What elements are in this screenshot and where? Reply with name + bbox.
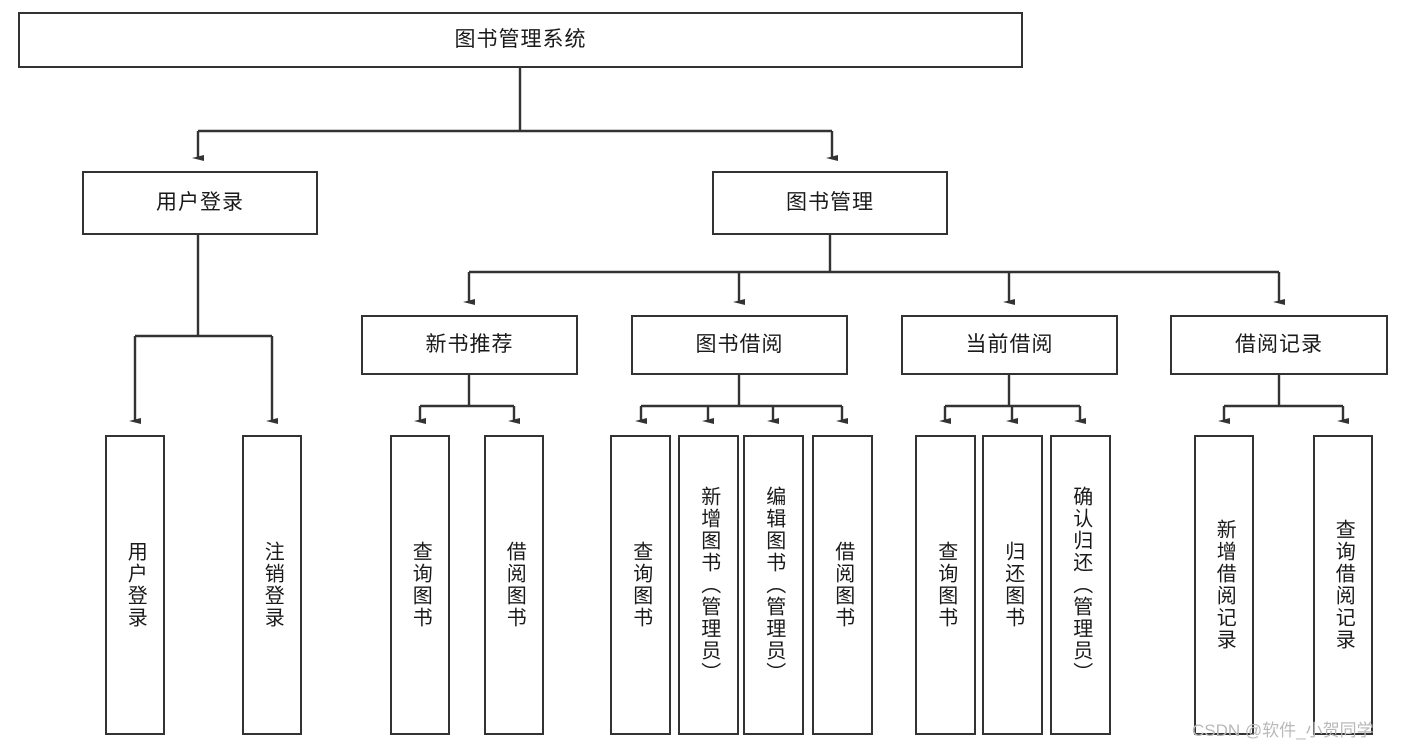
node-leaf-query-book-3[interactable]: 查询图书 <box>915 435 976 735</box>
node-leaf-add-book[interactable]: 新增图书（管理员） <box>678 435 739 735</box>
node-leaf-query-record-label: 查询借阅记录 <box>1332 519 1355 651</box>
node-borrow-record[interactable]: 借阅记录 <box>1170 315 1388 375</box>
node-leaf-query-book-1[interactable]: 查询图书 <box>390 435 450 735</box>
watermark-label: CSDN @软件_小贺同学 <box>1192 721 1374 740</box>
node-leaf-query-book-2[interactable]: 查询图书 <box>610 435 671 735</box>
node-leaf-borrow-book-1[interactable]: 借阅图书 <box>484 435 544 735</box>
node-new-book-recommend[interactable]: 新书推荐 <box>361 315 578 375</box>
node-user-login[interactable]: 用户登录 <box>82 171 318 235</box>
node-leaf-confirm-return[interactable]: 确认归还（管理员） <box>1050 435 1111 735</box>
node-leaf-confirm-return-label: 确认归还（管理员） <box>1069 486 1092 684</box>
node-leaf-user-login[interactable]: 用户登录 <box>105 435 165 735</box>
node-leaf-edit-book-label: 编辑图书（管理员） <box>762 486 785 684</box>
node-leaf-logout-login[interactable]: 注销登录 <box>242 435 302 735</box>
node-book-manage[interactable]: 图书管理 <box>712 171 948 235</box>
node-new-book-recommend-label: 新书推荐 <box>425 333 514 357</box>
node-root-label: 图书管理系统 <box>454 28 587 52</box>
node-current-borrow-label: 当前借阅 <box>965 333 1054 357</box>
node-leaf-return-book-label: 归还图书 <box>1001 541 1024 629</box>
node-borrow-record-label: 借阅记录 <box>1235 333 1323 357</box>
node-leaf-query-book-2-label: 查询图书 <box>629 541 652 629</box>
node-leaf-query-book-1-label: 查询图书 <box>409 541 432 629</box>
node-book-borrow-label: 图书借阅 <box>695 333 784 357</box>
node-leaf-add-record-label: 新增借阅记录 <box>1213 519 1236 651</box>
node-leaf-query-record[interactable]: 查询借阅记录 <box>1313 435 1373 735</box>
node-root[interactable]: 图书管理系统 <box>18 12 1023 68</box>
node-leaf-borrow-book-2[interactable]: 借阅图书 <box>812 435 873 735</box>
node-current-borrow[interactable]: 当前借阅 <box>901 315 1118 375</box>
node-user-login-label: 用户登录 <box>156 191 244 215</box>
node-book-manage-label: 图书管理 <box>786 191 874 215</box>
node-book-borrow[interactable]: 图书借阅 <box>631 315 848 375</box>
node-leaf-borrow-book-2-label: 借阅图书 <box>831 541 854 629</box>
node-leaf-add-record[interactable]: 新增借阅记录 <box>1194 435 1254 735</box>
node-leaf-user-login-label: 用户登录 <box>124 541 147 629</box>
node-leaf-query-book-3-label: 查询图书 <box>934 541 957 629</box>
node-leaf-edit-book[interactable]: 编辑图书（管理员） <box>743 435 804 735</box>
node-leaf-return-book[interactable]: 归还图书 <box>982 435 1043 735</box>
node-leaf-borrow-book-1-label: 借阅图书 <box>503 541 526 629</box>
node-leaf-logout-login-label: 注销登录 <box>261 541 284 629</box>
node-leaf-add-book-label: 新增图书（管理员） <box>697 486 720 684</box>
